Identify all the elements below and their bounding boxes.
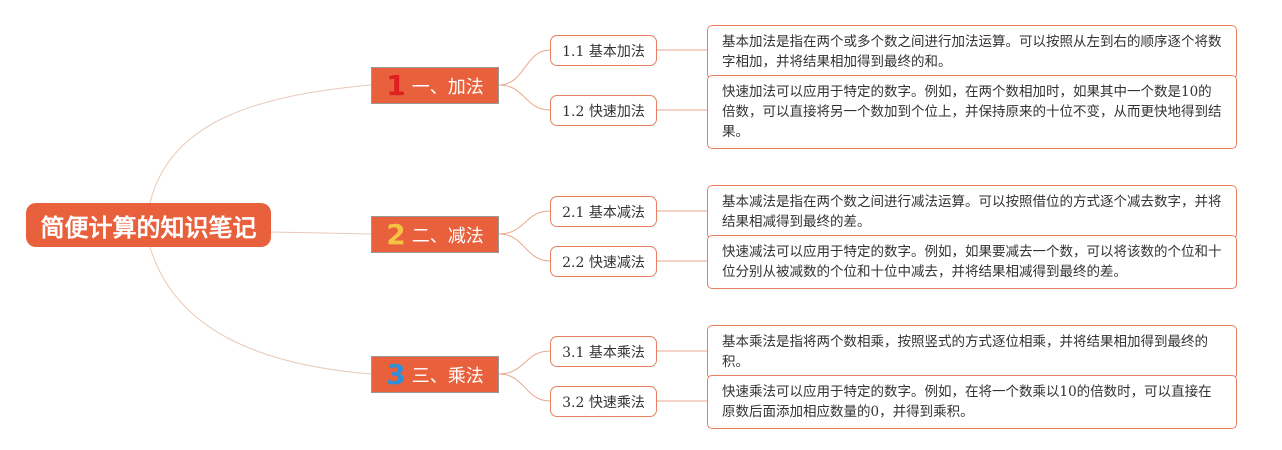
subtopic-label: 3.2 快速乘法 <box>562 394 645 411</box>
root-topic[interactable]: 简便计算的知识笔记 <box>26 203 271 247</box>
subtopic-basic-multiplication[interactable]: 3.1 基本乘法 <box>550 336 657 367</box>
desc-basic-subtraction[interactable]: 基本减法是指在两个数之间进行减法运算。可以按照借位的方式逐个减去数字，并将结果相… <box>707 185 1237 239</box>
subtopic-label: 3.1 基本乘法 <box>562 344 645 361</box>
branch-label: 二、减法 <box>411 225 484 247</box>
link-root-branch-2 <box>270 231 372 235</box>
branch-number-badge: 3 <box>386 357 406 391</box>
branch-multiplication[interactable]: 3 三、乘法 <box>371 356 499 393</box>
branch-number-badge: 2 <box>386 217 406 251</box>
link-branch-2-sub-2 <box>498 233 551 262</box>
desc-basic-addition[interactable]: 基本加法是指在两个或多个数之间进行加法运算。可以按照从左到右的顺序逐个将数字相加… <box>707 25 1237 79</box>
branch-number-badge: 1 <box>386 68 406 102</box>
link-root-branch-3 <box>149 246 372 375</box>
desc-text: 基本乘法是指将两个数相乘，按照竖式的方式逐位相乘，并将结果相加得到最终的积。 <box>722 334 1208 370</box>
subtopic-label: 1.1 基本加法 <box>562 43 645 60</box>
desc-fast-subtraction[interactable]: 快速减法可以应用于特定的数字。例如，如果要减去一个数，可以将该数的个位和十位分别… <box>707 235 1237 289</box>
subtopic-fast-subtraction[interactable]: 2.2 快速减法 <box>550 246 657 277</box>
branch-addition[interactable]: 1 一、加法 <box>371 67 499 104</box>
desc-basic-multiplication[interactable]: 基本乘法是指将两个数相乘，按照竖式的方式逐位相乘，并将结果相加得到最终的积。 <box>707 325 1237 379</box>
desc-text: 基本减法是指在两个数之间进行减法运算。可以按照借位的方式逐个减去数字，并将结果相… <box>722 194 1222 230</box>
desc-text: 快速减法可以应用于特定的数字。例如，如果要减去一个数，可以将该数的个位和十位分别… <box>722 244 1222 280</box>
desc-fast-addition[interactable]: 快速加法可以应用于特定的数字。例如，在两个数相加时，如果其中一个数是10的倍数，… <box>707 75 1237 149</box>
link-branch-3-sub-1 <box>498 350 551 375</box>
subtopic-label: 1.2 快速加法 <box>562 103 645 120</box>
link-branch-1-sub-1 <box>498 49 551 86</box>
subtopic-basic-addition[interactable]: 1.1 基本加法 <box>550 35 657 66</box>
desc-text: 快速乘法可以应用于特定的数字。例如，在将一个数乘以10的倍数时，可以直接在原数后… <box>722 384 1212 420</box>
root-title: 简便计算的知识笔记 <box>40 213 257 242</box>
subtopic-label: 2.2 快速减法 <box>562 254 645 271</box>
subtopic-label: 2.1 基本减法 <box>562 204 645 221</box>
subtopic-fast-multiplication[interactable]: 3.2 快速乘法 <box>550 386 657 417</box>
link-branch-1-sub-2 <box>498 84 551 111</box>
subtopic-basic-subtraction[interactable]: 2.1 基本减法 <box>550 196 657 227</box>
branch-label: 三、乘法 <box>411 365 484 387</box>
branch-subtraction[interactable]: 2 二、减法 <box>371 216 499 253</box>
desc-text: 快速加法可以应用于特定的数字。例如，在两个数相加时，如果其中一个数是10的倍数，… <box>722 84 1222 140</box>
link-branch-3-sub-2 <box>498 373 551 402</box>
subtopic-fast-addition[interactable]: 1.2 快速加法 <box>550 95 657 126</box>
link-root-branch-1 <box>149 84 372 204</box>
link-branch-2-sub-1 <box>498 210 551 235</box>
desc-text: 基本加法是指在两个或多个数之间进行加法运算。可以按照从左到右的顺序逐个将数字相加… <box>722 34 1222 70</box>
desc-fast-multiplication[interactable]: 快速乘法可以应用于特定的数字。例如，在将一个数乘以10的倍数时，可以直接在原数后… <box>707 375 1237 429</box>
branch-label: 一、加法 <box>411 76 484 98</box>
